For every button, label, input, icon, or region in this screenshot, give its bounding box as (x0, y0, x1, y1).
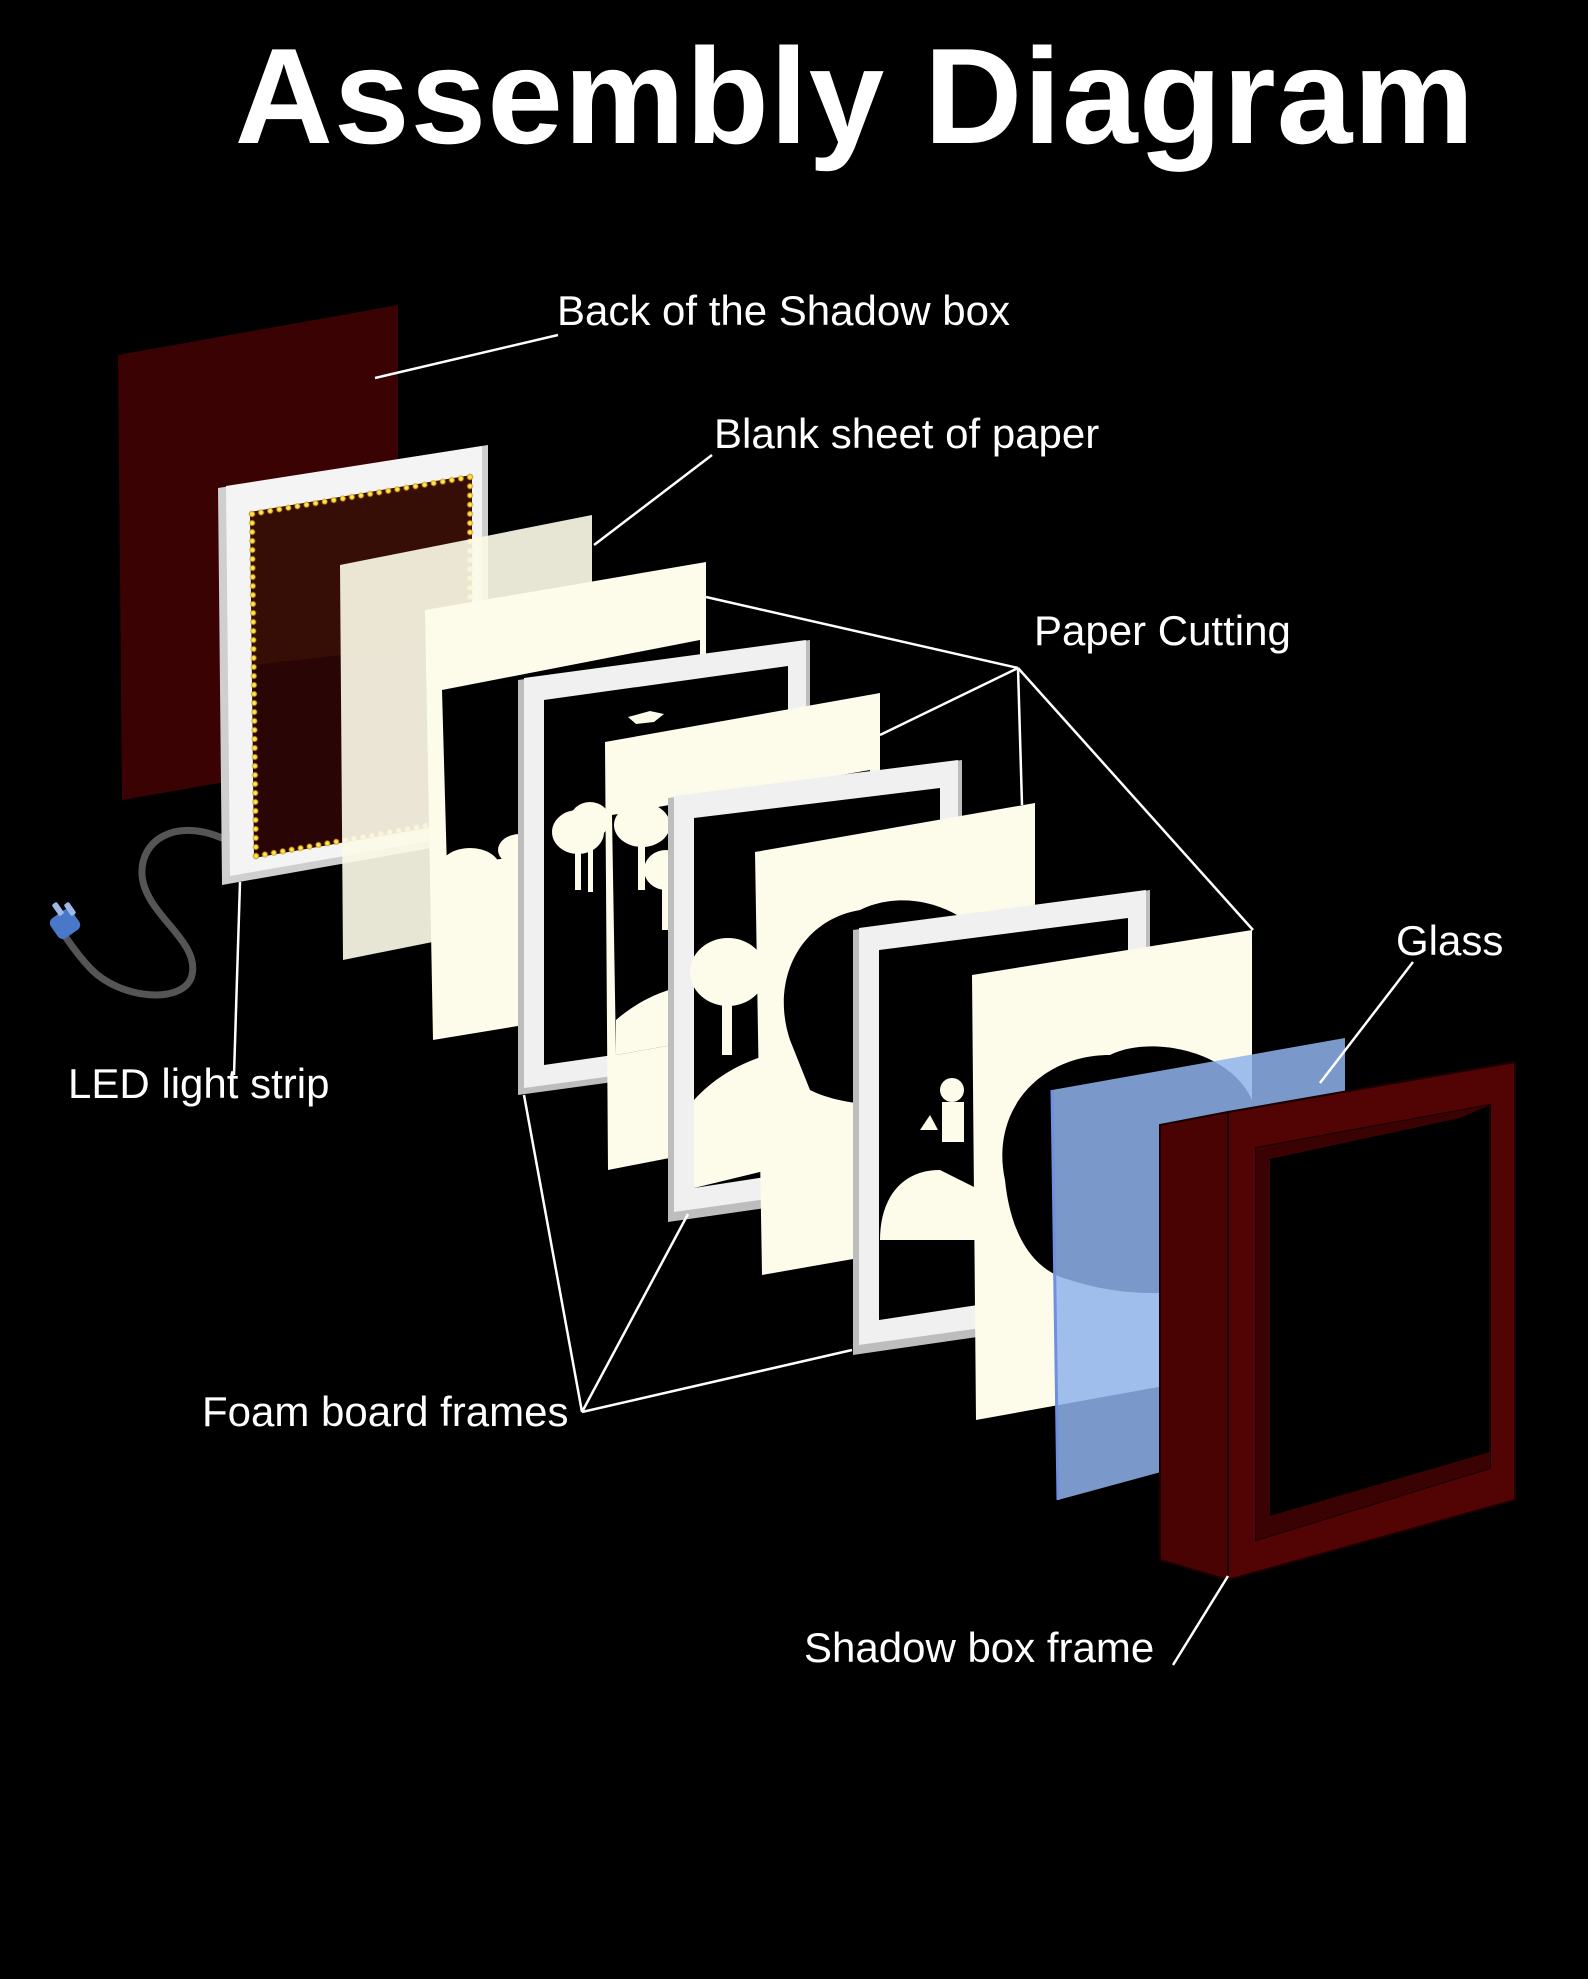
diagram-title: Assembly Diagram (234, 20, 1476, 172)
led-bulb (293, 502, 302, 510)
led-bulb (466, 510, 474, 518)
led-bulb (275, 505, 283, 513)
led-bulb (248, 510, 256, 518)
shadow-box-frame (1159, 1060, 1516, 1582)
led-bulb (250, 654, 258, 662)
led-bulb (330, 496, 338, 504)
led-bulb (249, 645, 258, 653)
led-bulb (251, 771, 259, 779)
led-bulb (339, 494, 347, 503)
led-bulb (250, 663, 258, 671)
led-bulb (248, 546, 257, 554)
led-bulb (393, 485, 401, 493)
led-bulb (266, 507, 274, 515)
led-bulb (252, 843, 260, 851)
led-bulb (466, 491, 474, 500)
led-bulb (252, 852, 260, 860)
led-bulb (250, 726, 259, 734)
led-bulb (314, 841, 323, 849)
label-shadow-box-frame: Shadow box frame (804, 1624, 1154, 1671)
led-bulb (466, 519, 474, 527)
led-bulb (257, 508, 265, 517)
led-bulb (420, 481, 429, 489)
led-bulb (249, 600, 257, 608)
power-cord (49, 826, 226, 999)
led-bulb (251, 789, 259, 797)
led-bulb (439, 478, 447, 486)
led-bulb (249, 591, 257, 599)
led-bulb (279, 847, 287, 855)
led-bulb (321, 498, 329, 506)
led-bulb (261, 850, 269, 859)
label-paper-cutting: Paper Cutting (1034, 607, 1291, 654)
label-foam-board-frames: Foam board frames (202, 1388, 568, 1435)
led-bulb (323, 839, 331, 847)
led-bulb (311, 499, 320, 507)
led-bulb (248, 528, 256, 536)
led-bulb (249, 564, 257, 572)
led-bulb (251, 753, 259, 761)
led-bulb (252, 825, 260, 833)
led-bulb (384, 487, 392, 495)
led-bulb (250, 681, 258, 689)
led-bulb (251, 762, 259, 770)
led-bulb (250, 690, 258, 698)
led-bulb (248, 519, 256, 527)
led-bulb (348, 493, 356, 501)
led-bulb (249, 582, 257, 590)
led-bulb (249, 573, 257, 581)
led-bulb (270, 849, 278, 857)
led-bulb (248, 537, 256, 545)
led-bulb (251, 798, 259, 806)
label-glass: Glass (1396, 917, 1503, 964)
led-bulb (302, 501, 311, 509)
label-back-of-shadow-box: Back of the Shadow box (557, 287, 1010, 334)
led-bulb (466, 473, 474, 481)
led-bulb (305, 842, 314, 851)
led-bulb (332, 838, 340, 846)
led-bulb (250, 699, 258, 707)
led-bulb (296, 844, 305, 852)
led-bulb (249, 636, 258, 644)
led-bulb (430, 479, 438, 487)
led-bulb (466, 501, 474, 509)
led-bulb (251, 735, 259, 743)
led-bulb (248, 555, 257, 563)
led-bulb (249, 627, 257, 635)
label-blank-sheet: Blank sheet of paper (714, 410, 1099, 457)
led-bulb (366, 490, 374, 498)
led-bulb (375, 488, 383, 497)
led-bulb (251, 780, 259, 788)
led-bulb (411, 482, 420, 490)
led-bulb (288, 846, 296, 854)
led-bulb (251, 744, 259, 752)
led-bulb (457, 474, 465, 483)
led-bulb (251, 816, 260, 824)
plug-icon (49, 902, 81, 939)
led-bulb (252, 834, 260, 842)
led-bulb (251, 807, 260, 815)
led-bulb (250, 708, 258, 716)
led-bulb (249, 618, 257, 626)
led-bulb (249, 609, 257, 617)
leader-lines (232, 333, 1414, 1666)
led-bulb (357, 491, 365, 500)
led-bulb (466, 528, 474, 536)
led-bulb (284, 504, 292, 512)
label-led-light-strip: LED light strip (68, 1060, 329, 1107)
led-bulb (402, 484, 411, 492)
led-bulb (250, 672, 258, 680)
led-bulb (250, 717, 259, 725)
led-bulb (466, 482, 474, 490)
led-bulb (448, 476, 456, 484)
